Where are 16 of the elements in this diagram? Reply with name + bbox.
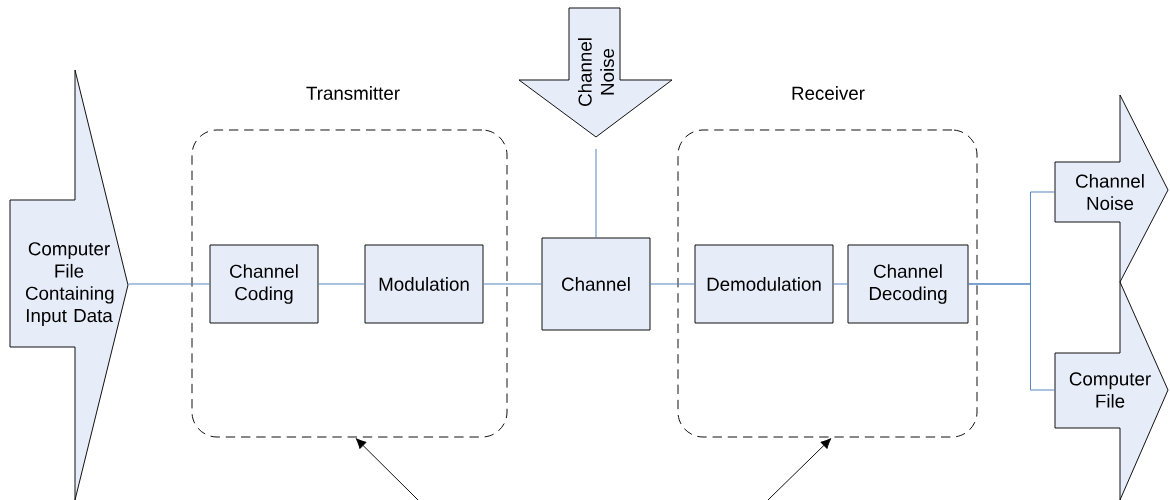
connector	[833, 283, 848, 285]
group-title: Receiver	[792, 86, 865, 100]
group-title: Transmitter	[306, 86, 400, 100]
connector	[650, 283, 695, 285]
process-box: Channel Coding	[209, 244, 319, 324]
process-box: Channel	[541, 237, 651, 331]
connector	[968, 283, 1055, 391]
process-box: Channel Decoding	[847, 244, 969, 324]
connector	[595, 148, 597, 238]
process-box: Demodulation	[694, 244, 834, 324]
connector	[767, 438, 832, 500]
connector	[128, 283, 210, 285]
connector	[318, 283, 365, 285]
connector	[483, 283, 542, 285]
process-box: Modulation	[364, 244, 484, 324]
connector	[355, 438, 419, 500]
